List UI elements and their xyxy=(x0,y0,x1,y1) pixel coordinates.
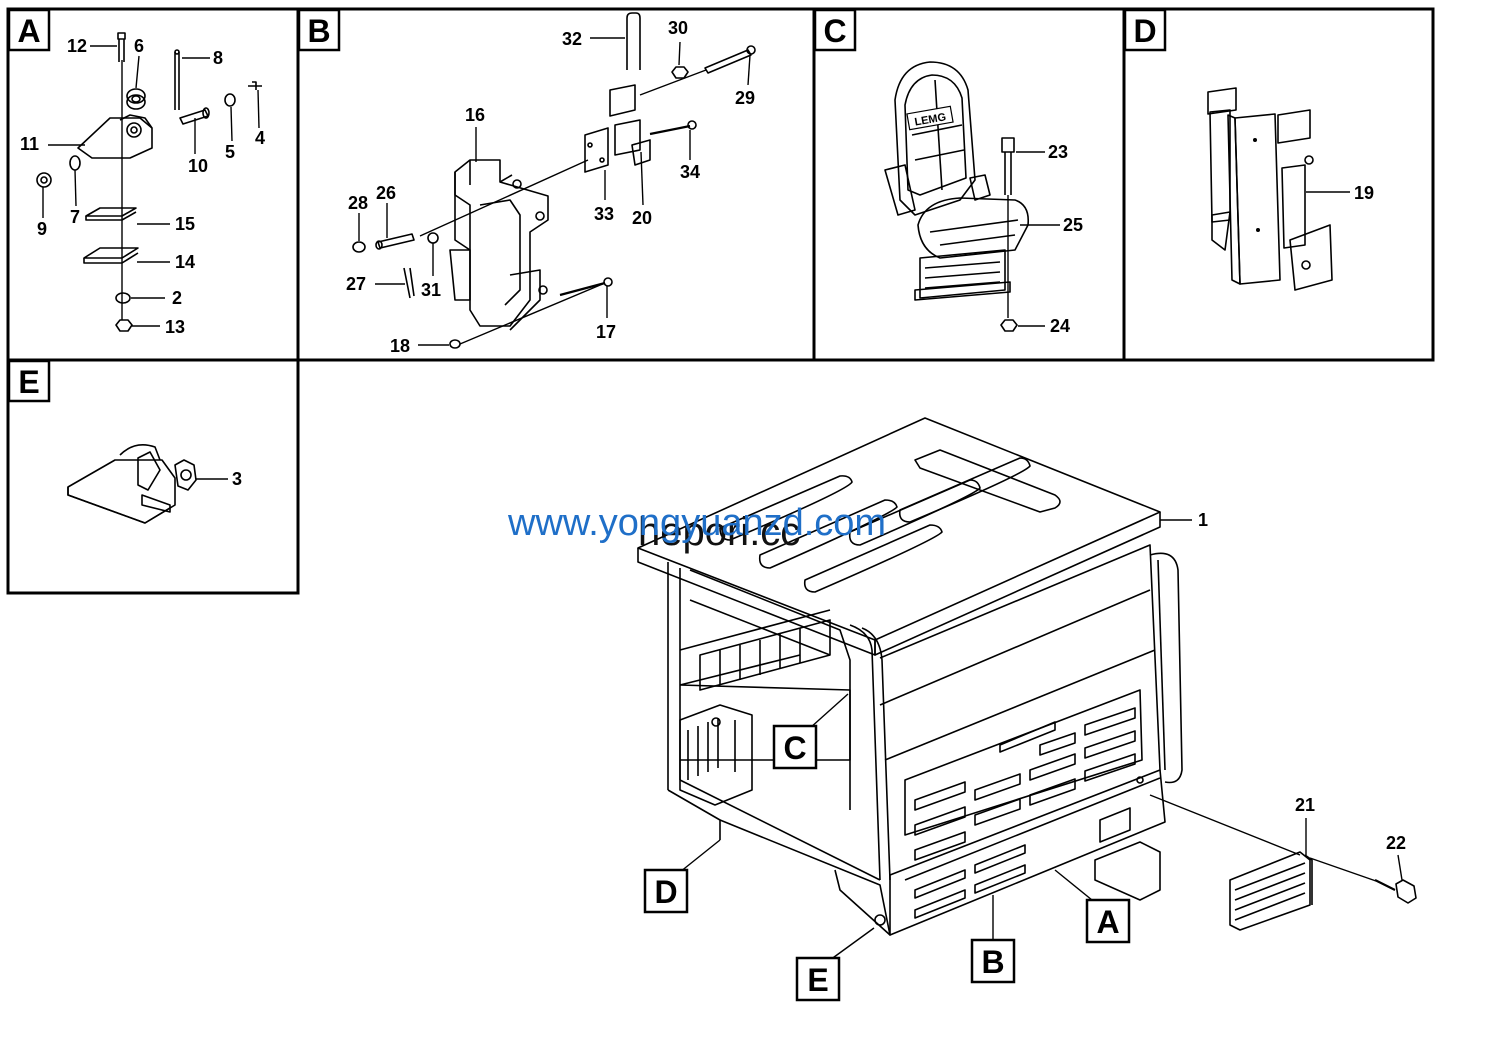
panel-e-drawing xyxy=(67,444,197,524)
part-21-grill xyxy=(1229,851,1313,931)
panel-b-drawing xyxy=(352,12,756,349)
callout-20: 20 xyxy=(632,208,652,228)
callout-28: 28 xyxy=(348,193,368,213)
panel-a-tag: A xyxy=(7,8,51,52)
main-tag-a: A xyxy=(1054,869,1131,944)
callout-18: 18 xyxy=(390,336,410,356)
callout-7: 7 xyxy=(70,207,80,227)
callout-2: 2 xyxy=(172,288,182,308)
callout-23: 23 xyxy=(1048,142,1068,162)
callout-3: 3 xyxy=(232,469,242,489)
callout-33: 33 xyxy=(594,204,614,224)
callout-4: 4 xyxy=(255,128,265,148)
callout-6: 6 xyxy=(134,36,144,56)
panel-c-frame xyxy=(812,7,1126,362)
part-22-axis xyxy=(1309,857,1377,882)
panel-a-leaders xyxy=(42,45,260,327)
panel-d-frame xyxy=(1122,7,1435,362)
panel-d-tag: D xyxy=(1123,8,1167,52)
callout-11: 11 xyxy=(20,134,39,154)
svg-text:B: B xyxy=(307,13,330,49)
callout-14: 14 xyxy=(175,252,195,272)
part-22-bolt xyxy=(1374,879,1417,904)
svg-text:E: E xyxy=(18,364,39,400)
callout-1: 1 xyxy=(1198,510,1208,530)
cab-assembly xyxy=(637,417,1183,936)
callout-16: 16 xyxy=(465,105,485,125)
callout-5: 5 xyxy=(225,142,235,162)
cab-lower-slots xyxy=(914,844,1026,919)
panel-c-leaders xyxy=(1016,151,1060,327)
callout-25: 25 xyxy=(1063,215,1083,235)
svg-text:D: D xyxy=(654,874,677,910)
main-tag-b: B xyxy=(970,895,1016,984)
callout-15: 15 xyxy=(175,214,195,234)
panel-b-leaders xyxy=(358,37,751,346)
callout-13: 13 xyxy=(165,317,185,337)
panel-e-frame xyxy=(6,358,300,595)
callout-10: 10 xyxy=(188,156,208,176)
callout-22: 22 xyxy=(1386,833,1406,853)
callout-31: 31 xyxy=(421,280,441,300)
panel-e-tag: E xyxy=(7,359,51,403)
watermark-secondary: hepori.cc xyxy=(638,510,800,554)
cab-grille-slots xyxy=(914,707,1136,861)
callout-29: 29 xyxy=(735,88,755,108)
svg-text:A: A xyxy=(17,13,40,49)
panel-c-tag: C xyxy=(813,8,857,52)
callout-9: 9 xyxy=(37,219,47,239)
panel-c-drawing: LEMG xyxy=(884,61,1030,332)
callout-24: 24 xyxy=(1050,316,1070,336)
svg-text:C: C xyxy=(783,730,806,766)
callout-17: 17 xyxy=(596,322,616,342)
callout-27: 27 xyxy=(346,274,366,294)
main-tag-d: D xyxy=(643,839,721,914)
callout-21: 21 xyxy=(1295,795,1315,815)
callout-34: 34 xyxy=(680,162,700,182)
panel-a-frame xyxy=(6,7,300,362)
callout-22-leader xyxy=(1397,854,1403,881)
callout-19: 19 xyxy=(1354,183,1374,203)
main-tag-c: C xyxy=(772,693,849,770)
part-21-axis xyxy=(1149,794,1301,856)
callout-30: 30 xyxy=(668,18,688,38)
panel-d-drawing xyxy=(1207,87,1333,291)
callout-12: 12 xyxy=(67,36,87,56)
callout-8: 8 xyxy=(213,48,223,68)
svg-text:A: A xyxy=(1096,904,1119,940)
watermark-primary: www.yongyuanzd.com xyxy=(507,502,886,544)
panel-b-tag: B xyxy=(297,8,341,52)
panel-a-drawing xyxy=(36,32,262,332)
svg-text:D: D xyxy=(1133,13,1156,49)
svg-text:C: C xyxy=(823,13,846,49)
main-tag-e: E xyxy=(795,927,875,1002)
svg-text:E: E xyxy=(807,962,828,998)
callout-32: 32 xyxy=(562,29,582,49)
svg-text:B: B xyxy=(981,944,1004,980)
seat-brand-label: LEMG xyxy=(914,111,947,128)
callout-26: 26 xyxy=(376,183,396,203)
